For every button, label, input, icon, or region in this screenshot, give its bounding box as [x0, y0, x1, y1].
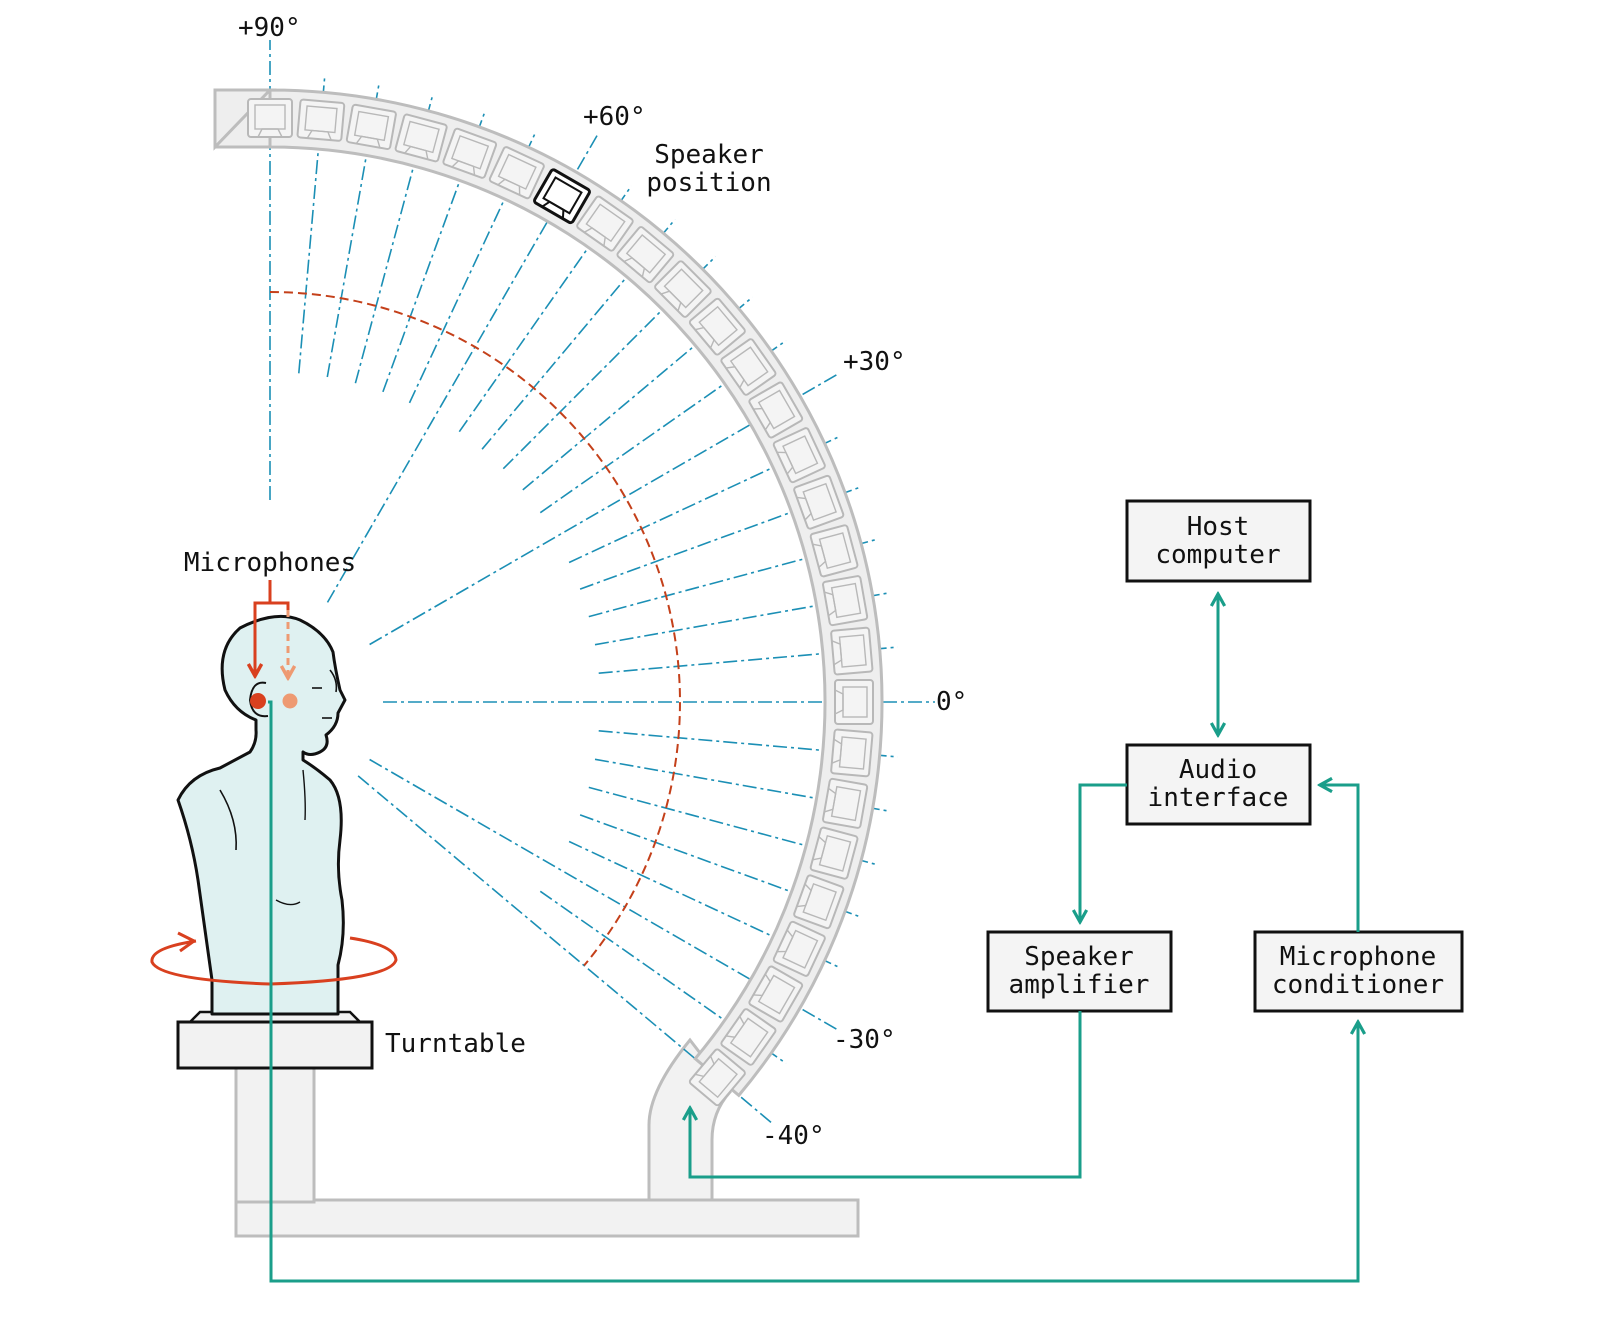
mic-left-dot	[250, 693, 266, 709]
mannequin-nose	[329, 669, 338, 693]
mic-to-conditioner-link	[268, 700, 1358, 1283]
head-radius-arc	[269, 291, 681, 967]
speaker	[748, 965, 804, 1023]
speaker	[772, 920, 826, 977]
turntable-post	[234, 1066, 316, 1204]
speaker-amplifier-block: Speaker amplifier	[986, 930, 1173, 1013]
host-computer-line-1: Host	[1187, 512, 1250, 542]
speaker	[688, 1048, 746, 1107]
speaker-position-label: Speaker position	[646, 140, 771, 198]
speaker	[822, 777, 869, 829]
host-computer-block: Host computer	[1125, 499, 1312, 583]
conditioner-to-audio-link	[1320, 785, 1360, 932]
speaker	[442, 127, 498, 179]
speaker-amplifier-line-1: Speaker	[1024, 942, 1134, 972]
microphone-conditioner-line-1: Microphone	[1280, 942, 1437, 972]
mic-right-dot	[282, 693, 298, 709]
turntable-label: Turntable	[385, 1029, 526, 1059]
speaker	[793, 874, 845, 930]
speaker	[345, 103, 397, 150]
angle-label-p60: +60°	[583, 102, 646, 132]
speaker	[720, 1008, 777, 1066]
mannequin-underarm-line	[275, 899, 301, 906]
speaker	[748, 381, 804, 439]
angle-label-p30: +30°	[843, 347, 906, 377]
speaker	[830, 728, 874, 778]
head-and-torso-simulator	[176, 614, 347, 1016]
audio-interface-block: Audio interface	[1125, 743, 1312, 826]
speaker	[654, 260, 712, 318]
rotation-arrowhead	[177, 931, 196, 953]
speaker	[247, 98, 293, 138]
angle-labels: +90° +60° +30° 0° -30° -40°	[238, 13, 967, 1151]
angle-label-p90: +90°	[238, 13, 301, 43]
angle-label-m40: -40°	[762, 1121, 825, 1151]
signal-connections	[268, 594, 1360, 1283]
speaker-position-line-1: Speaker	[654, 140, 764, 170]
mannequin-body	[176, 614, 347, 1016]
angle-lines	[269, 40, 935, 1124]
speaker	[720, 338, 777, 396]
audio-interface-line-2: interface	[1148, 783, 1289, 813]
angle-line	[369, 373, 838, 646]
speaker	[296, 98, 346, 142]
audio-interface-line-1: Audio	[1179, 755, 1257, 785]
mannequin-ear	[248, 681, 269, 718]
speaker	[793, 474, 845, 530]
microphone-conditioner-block: Microphone conditioner	[1253, 930, 1464, 1013]
speaker-arc	[213, 88, 884, 1107]
angle-line	[326, 134, 599, 603]
turntable: Turntable	[176, 1010, 526, 1070]
speaker	[576, 195, 634, 252]
speaker	[809, 826, 859, 880]
speaker-amplifier-line-2: amplifier	[1009, 970, 1150, 1000]
speaker	[822, 575, 869, 627]
speaker	[772, 427, 826, 484]
microphones-label: Microphones	[184, 548, 356, 578]
angle-label-zero: 0°	[936, 687, 967, 717]
microphones-bracket	[253, 580, 290, 612]
speaker-position-line-2: position	[646, 168, 771, 198]
base-beam	[234, 1198, 860, 1238]
speaker	[809, 524, 859, 578]
speaker	[834, 679, 874, 725]
speaker	[616, 226, 675, 284]
microphones: Microphones	[184, 548, 356, 709]
speaker-array	[247, 98, 874, 1107]
turntable-body	[176, 1020, 374, 1070]
mannequin-shoulder-line	[219, 789, 237, 851]
speaker	[830, 626, 874, 676]
speaker	[394, 113, 448, 163]
audio-to-amplifier-link	[1080, 783, 1127, 922]
highlighted-speaker	[533, 168, 591, 225]
amplifier-to-speakers-link	[690, 1011, 1082, 1179]
angle-line	[369, 758, 838, 1031]
host-computer-line-2: computer	[1155, 540, 1280, 570]
mannequin-chest-line	[302, 769, 306, 821]
speaker	[688, 297, 746, 356]
microphone-conditioner-line-2: conditioner	[1272, 970, 1444, 1000]
speaker	[488, 146, 545, 200]
angle-label-m30: -30°	[833, 1025, 896, 1055]
